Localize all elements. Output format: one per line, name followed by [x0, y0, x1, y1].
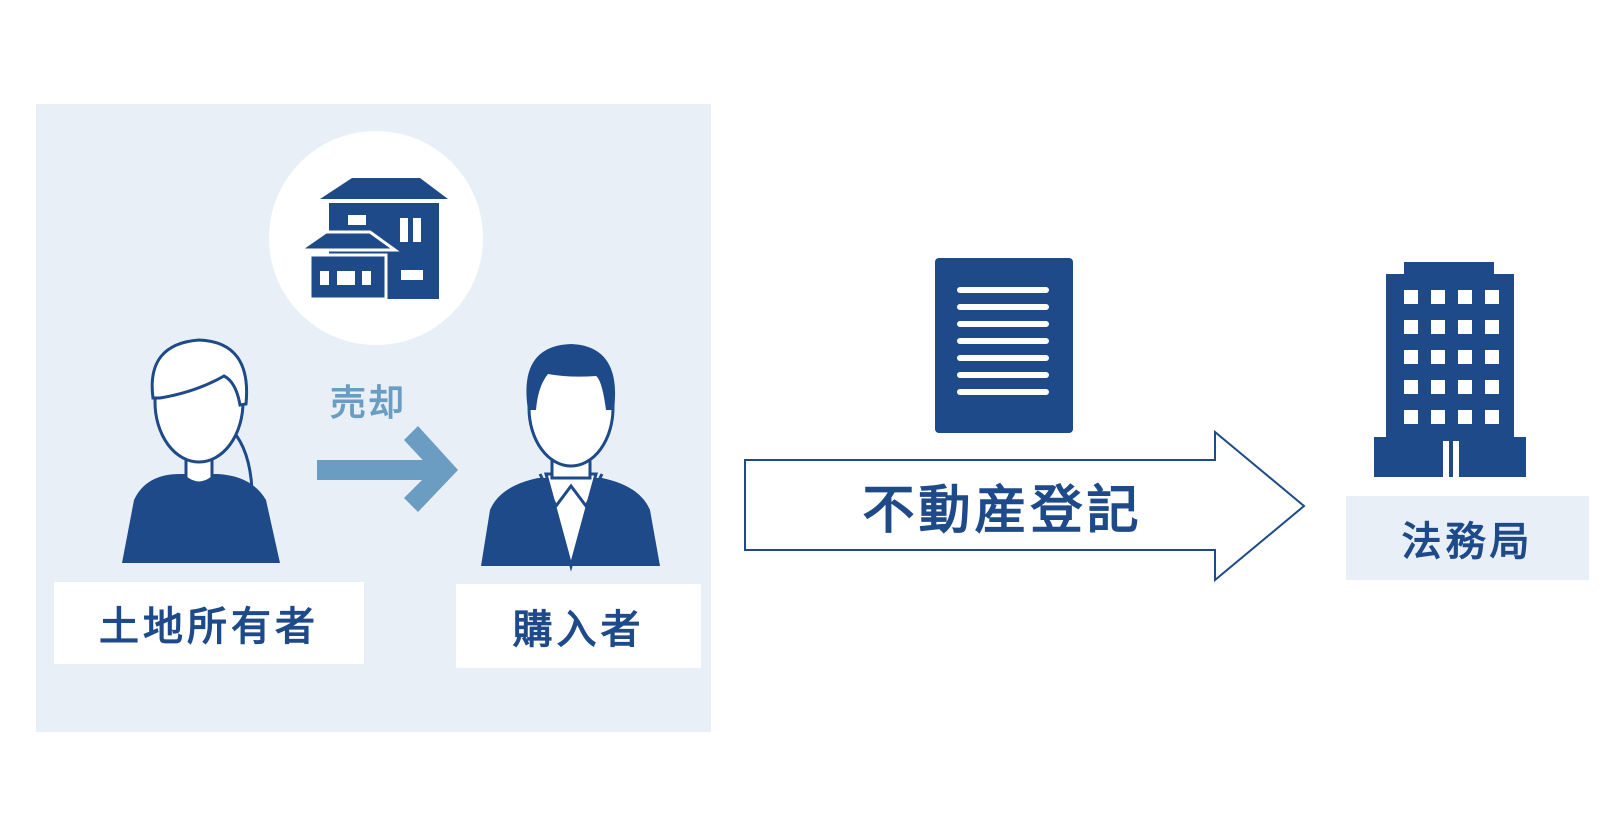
- office-building-icon: [1374, 262, 1526, 477]
- right-arrow-icon: [317, 426, 458, 512]
- registration-label: 不動産登記: [862, 481, 1143, 541]
- large-outline-arrow-icon: [744, 429, 1306, 583]
- buyer-label: 購入者: [456, 584, 701, 668]
- house-icon: [295, 178, 448, 301]
- sale-label: 売却: [330, 383, 407, 424]
- woman-person-icon: [122, 338, 280, 563]
- owner-label: 土地所有者: [54, 582, 364, 664]
- authority-label: 法務局: [1346, 496, 1589, 580]
- man-person-icon: [481, 344, 660, 572]
- document-icon: [935, 258, 1073, 433]
